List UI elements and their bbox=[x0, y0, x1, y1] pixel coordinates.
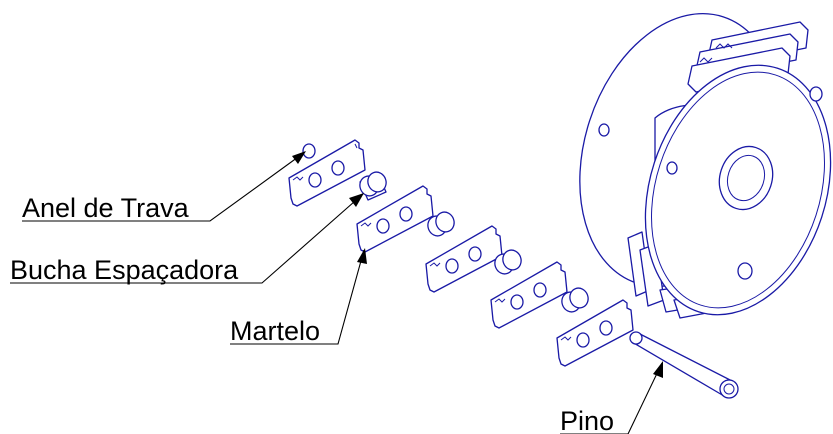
rotor-center-bore bbox=[718, 145, 774, 211]
leader-pino bbox=[560, 361, 663, 434]
leader-bucha bbox=[10, 193, 364, 284]
hammer-plate bbox=[490, 261, 568, 329]
label-martelo: Martelo bbox=[230, 316, 320, 346]
rotor-assembly bbox=[579, 13, 832, 319]
rotor-pin-hole bbox=[737, 262, 753, 280]
rotor-pin-hole bbox=[809, 86, 823, 102]
hammer-plate bbox=[356, 185, 434, 253]
label-anel-de-trava: Anel de Trava bbox=[22, 193, 190, 223]
spacer-bushing bbox=[561, 287, 589, 313]
leader-anel bbox=[22, 151, 306, 222]
spacer-bushing bbox=[494, 249, 522, 275]
label-pino: Pino bbox=[560, 406, 614, 434]
spacer-bushing bbox=[359, 171, 387, 201]
rotor-pin-hole bbox=[598, 123, 610, 137]
label-bucha-espacadora: Bucha Espaçadora bbox=[10, 255, 239, 285]
leader-martelo bbox=[230, 248, 367, 345]
hammer-plate bbox=[425, 225, 503, 293]
rotor-pin-hole bbox=[666, 161, 678, 175]
hammer-plate bbox=[288, 139, 366, 207]
spacer-bushing bbox=[427, 211, 455, 237]
pin-part bbox=[629, 331, 739, 399]
retaining-ring bbox=[302, 143, 316, 159]
hammer-plate bbox=[556, 299, 634, 367]
